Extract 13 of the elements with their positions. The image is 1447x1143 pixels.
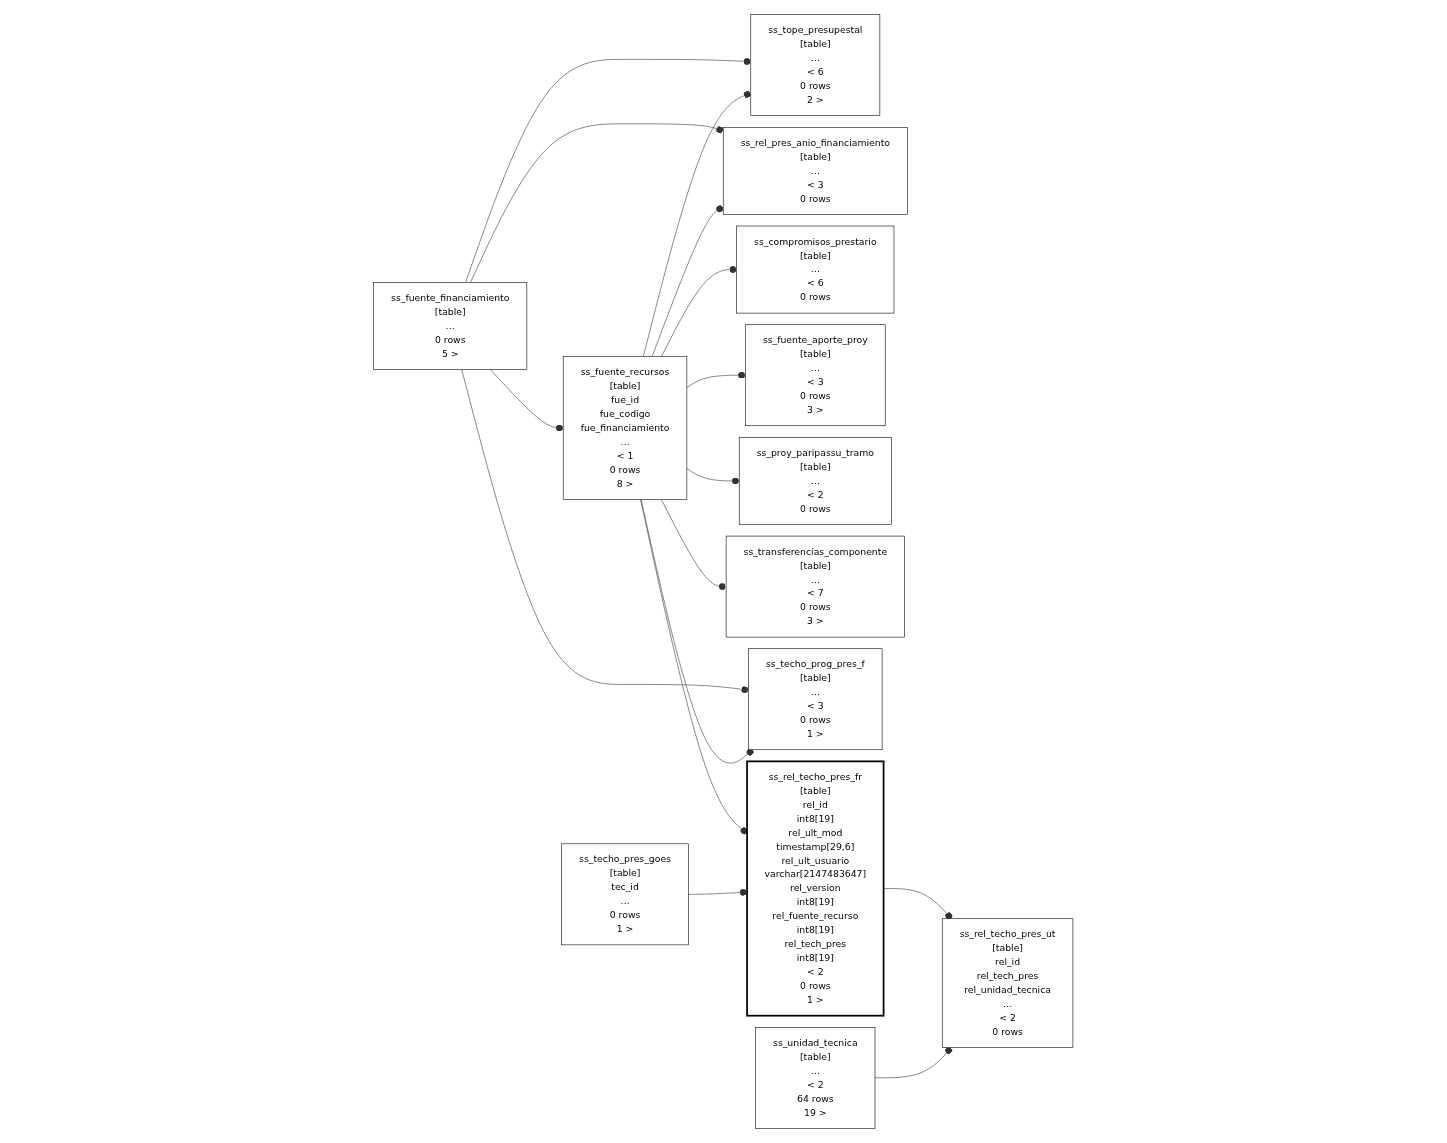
node-box: ss_rel_pres_anio_financiamiento [table] … < 3 0 rows bbox=[723, 127, 908, 215]
node-box: ss_compromisos_prestario [table] … < 6 0 rows bbox=[736, 225, 895, 314]
node-box: ss_tope_presupestal [table] … < 6 0 rows 2 > bbox=[750, 14, 881, 116]
node-box: ss_fuente_recursos [table] fue_id fue_codigo fue_financiamiento … < 1 0 rows 8 > bbox=[563, 356, 688, 500]
node-box: ss_rel_techo_pres_ut [table] rel_id rel_tech_pres rel_unidad_tecnica … < 2 0 rows bbox=[942, 918, 1074, 1048]
node-box: ss_rel_techo_pres_fr [table] rel_id int8[19] rel_ult_mod timestamp[29,6] rel_ult_usuario varchar[2147483647] rel_version int8[19] rel_fuente_recurso int8[19] rel_tech_pres int8[19] < 2 0 rows 1 > bbox=[746, 760, 885, 1017]
node-box: ss_proy_paripassu_tramo [table] … < 2 0 rows bbox=[739, 437, 892, 525]
node-box: ss_techo_prog_pres_f [table] … < 3 0 rows 1 > bbox=[748, 648, 883, 751]
node-box: ss_fuente_financiamiento [table] … 0 rows 5 > bbox=[373, 282, 528, 370]
node-box: ss_techo_pres_goes [table] tec_id … 0 rows 1 > bbox=[561, 843, 689, 946]
node-box: ss_transferencias_componente [table] … < 7 0 rows 3 > bbox=[726, 535, 906, 638]
node-box: ss_fuente_aporte_proy [table] … < 3 0 rows 3 > bbox=[745, 324, 886, 427]
node-box: ss_unidad_tecnica [table] … < 2 64 rows 19 > bbox=[755, 1027, 876, 1129]
